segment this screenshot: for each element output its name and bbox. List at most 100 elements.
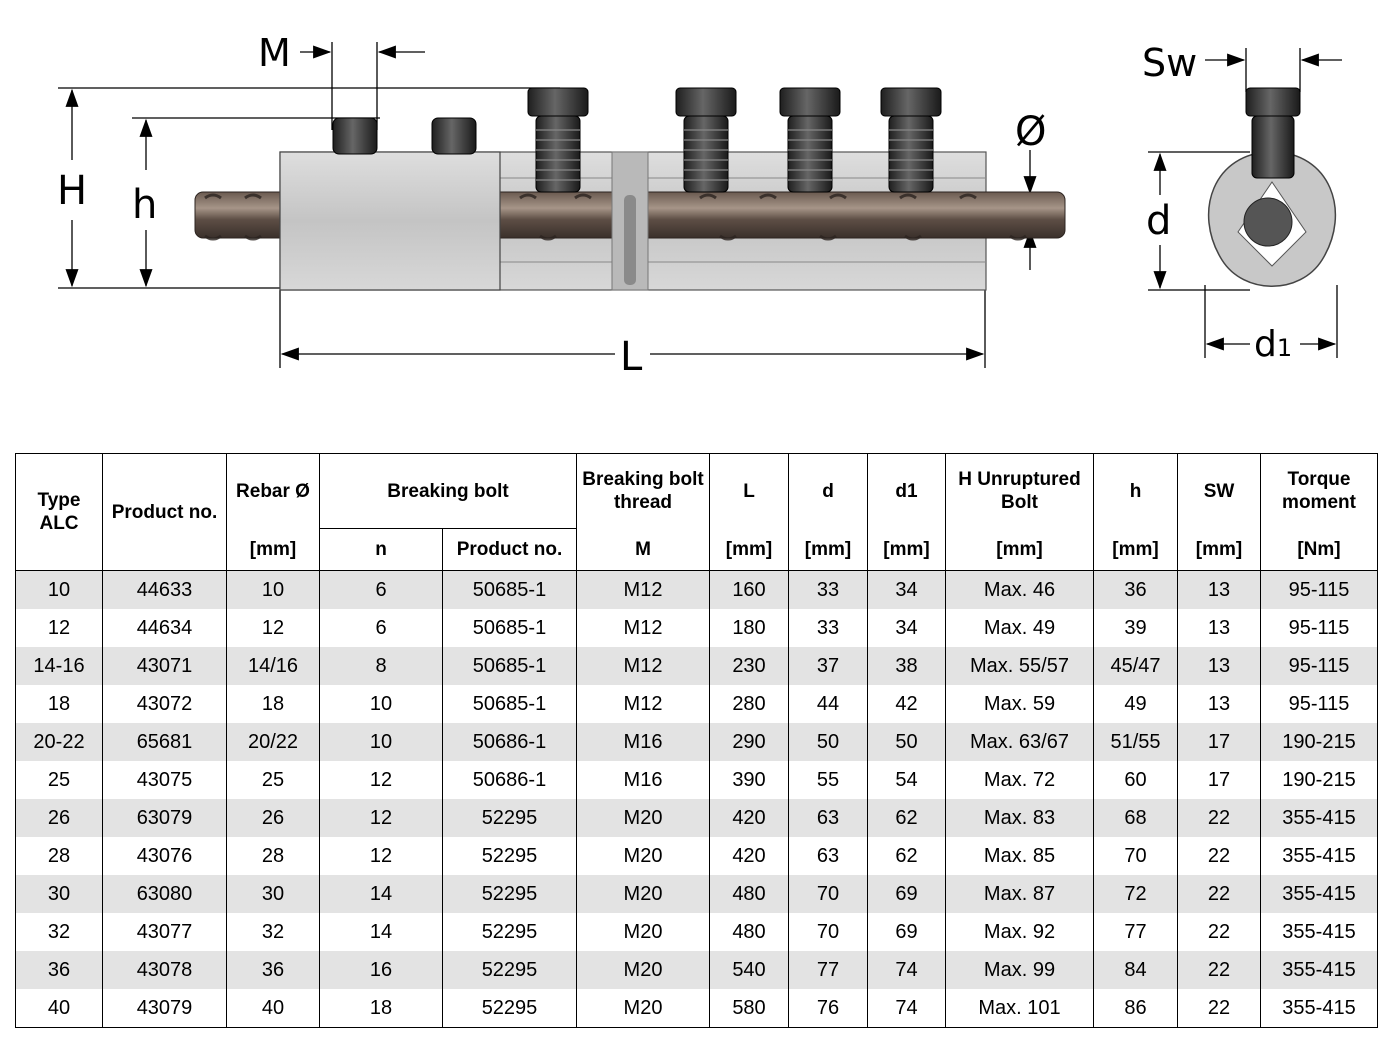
header-product-no: Product no.: [102, 453, 227, 571]
cell-torque: 355-415: [1260, 951, 1378, 989]
cell-d1: 38: [867, 647, 946, 685]
cell-d1: 74: [867, 989, 946, 1028]
cell-h: 45/47: [1093, 647, 1178, 685]
cell-sw: 22: [1177, 837, 1261, 875]
cell-bolt-product-no: 50685-1: [442, 609, 577, 647]
cell-L: 290: [709, 723, 789, 761]
cell-bolt-n: 10: [319, 723, 443, 761]
cell-bolt-n: 10: [319, 685, 443, 723]
header-d1: d1: [867, 453, 946, 529]
cell-bolt-product-no: 52295: [442, 989, 577, 1028]
cell-h: 60: [1093, 761, 1178, 799]
cell-h: 86: [1093, 989, 1178, 1028]
cell-h: 68: [1093, 799, 1178, 837]
cell-type: 20-22: [15, 723, 103, 761]
cell-torque: 355-415: [1260, 989, 1378, 1028]
label-d: d: [1146, 198, 1171, 244]
cell-h: 39: [1093, 609, 1178, 647]
cell-thread: M20: [576, 837, 710, 875]
header-thread: Breaking bolt thread: [576, 453, 710, 529]
cell-product-no: 43076: [102, 837, 227, 875]
header-torque: Torque moment: [1260, 453, 1378, 529]
cell-d1: 42: [867, 685, 946, 723]
cell-d: 63: [788, 837, 868, 875]
cell-rebar: 14/16: [226, 647, 320, 685]
cell-thread: M16: [576, 723, 710, 761]
cell-sw: 13: [1177, 685, 1261, 723]
cell-h: 84: [1093, 951, 1178, 989]
cell-L: 540: [709, 951, 789, 989]
unit-H: [mm]: [945, 528, 1094, 571]
cell-bolt-product-no: 52295: [442, 837, 577, 875]
cell-d: 70: [788, 875, 868, 913]
cell-bolt-product-no: 52295: [442, 951, 577, 989]
cell-bolt-n: 6: [319, 609, 443, 647]
label-diameter: Ø: [1015, 109, 1046, 155]
unit-sw: [mm]: [1177, 528, 1261, 571]
cell-type: 26: [15, 799, 103, 837]
cell-sw: 22: [1177, 951, 1261, 989]
cell-H: Max. 49: [945, 609, 1094, 647]
cell-L: 480: [709, 875, 789, 913]
cell-d: 50: [788, 723, 868, 761]
cell-thread: M20: [576, 951, 710, 989]
cell-d1: 54: [867, 761, 946, 799]
cell-h: 72: [1093, 875, 1178, 913]
unit-h: [mm]: [1093, 528, 1178, 571]
cell-rebar: 32: [226, 913, 320, 951]
connector-end-view: [1207, 87, 1337, 287]
cell-L: 580: [709, 989, 789, 1028]
cell-h: 49: [1093, 685, 1178, 723]
cell-thread: M12: [576, 570, 710, 609]
label-d1: d1: [1254, 324, 1292, 365]
cell-torque: 355-415: [1260, 913, 1378, 951]
cell-bolt-product-no: 52295: [442, 799, 577, 837]
header-H: H Unruptured Bolt: [945, 453, 1094, 529]
cell-sw: 17: [1177, 761, 1261, 799]
cell-thread: M12: [576, 647, 710, 685]
cell-bolt-n: 14: [319, 913, 443, 951]
cell-rebar: 36: [226, 951, 320, 989]
cell-H: Max. 87: [945, 875, 1094, 913]
cell-rebar: 28: [226, 837, 320, 875]
cell-bolt-product-no: 50686-1: [442, 723, 577, 761]
cell-bolt-product-no: 52295: [442, 913, 577, 951]
cell-rebar: 20/22: [226, 723, 320, 761]
cell-H: Max. 83: [945, 799, 1094, 837]
header-d: d: [788, 453, 868, 529]
connector-side-view: [194, 87, 1066, 291]
unit-d1: [mm]: [867, 528, 946, 571]
cell-type: 14-16: [15, 647, 103, 685]
cell-torque: 95-115: [1260, 685, 1378, 723]
cell-type: 18: [15, 685, 103, 723]
cell-sw: 13: [1177, 609, 1261, 647]
cell-torque: 355-415: [1260, 875, 1378, 913]
cell-bolt-product-no: 50685-1: [442, 685, 577, 723]
cell-rebar: 18: [226, 685, 320, 723]
unit-d: [mm]: [788, 528, 868, 571]
cell-torque: 190-215: [1260, 761, 1378, 799]
cell-sw: 13: [1177, 647, 1261, 685]
cell-rebar: 30: [226, 875, 320, 913]
unit-torque: [Nm]: [1260, 528, 1378, 571]
cell-d1: 34: [867, 570, 946, 609]
label-L: L: [620, 334, 643, 380]
label-Sw: Sw: [1142, 41, 1197, 85]
cell-type: 25: [15, 761, 103, 799]
cell-sw: 17: [1177, 723, 1261, 761]
cell-h: 77: [1093, 913, 1178, 951]
cell-product-no: 43078: [102, 951, 227, 989]
cell-rebar: 10: [226, 570, 320, 609]
cell-d1: 34: [867, 609, 946, 647]
